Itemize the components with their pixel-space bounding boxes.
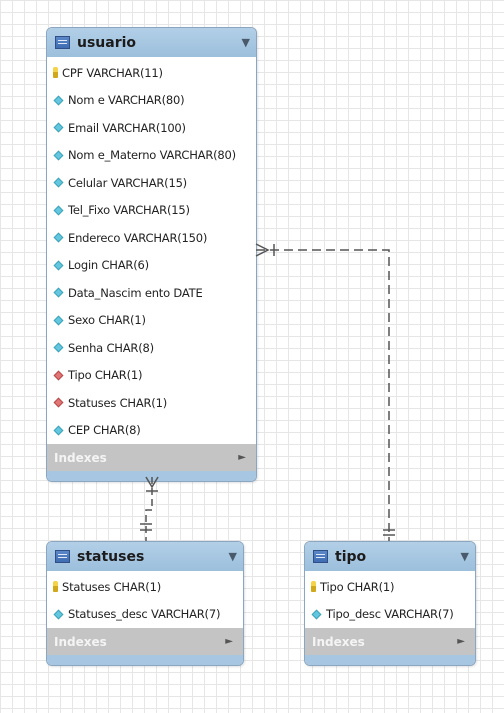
- column-label: Senha CHAR(8): [68, 340, 154, 355]
- column-row-cpf[interactable]: CPF VARCHAR(11): [47, 59, 256, 87]
- column-row-nome-materno[interactable]: Nom e_Materno VARCHAR(80): [47, 142, 256, 170]
- column-row-celular[interactable]: Celular VARCHAR(15): [47, 169, 256, 197]
- expand-arrow-icon[interactable]: ►: [238, 452, 246, 463]
- table-icon: [313, 550, 328, 563]
- relationship-usuario-tipo[interactable]: [255, 243, 395, 541]
- column-label: CEP CHAR(8): [68, 423, 141, 438]
- indexes-label: Indexes: [54, 450, 107, 465]
- column-label: Sexo CHAR(1): [68, 313, 146, 328]
- table-icon: [55, 36, 70, 49]
- column-row-sexo[interactable]: Sexo CHAR(1): [47, 307, 256, 335]
- indexes-bar[interactable]: Indexes ►: [47, 628, 243, 655]
- table-tipo[interactable]: tipo ▼ Tipo CHAR(1) Tipo_desc VARCHAR(7)…: [304, 541, 476, 666]
- indexes-bar[interactable]: Indexes ►: [47, 444, 256, 471]
- column-label: Tel_Fixo VARCHAR(15): [68, 203, 190, 218]
- column-row-email[interactable]: Email VARCHAR(100): [47, 114, 256, 142]
- dropdown-arrow-icon[interactable]: ▼: [460, 550, 469, 563]
- column-label: Celular VARCHAR(15): [68, 175, 187, 190]
- column-row-statuses[interactable]: Statuses CHAR(1): [47, 389, 256, 417]
- dropdown-arrow-icon[interactable]: ▼: [241, 36, 250, 49]
- column-row-tipo[interactable]: Tipo CHAR(1): [47, 362, 256, 390]
- column-label: Nom e VARCHAR(80): [68, 93, 185, 108]
- column-row-tipo-desc[interactable]: Tipo_desc VARCHAR(7): [305, 601, 475, 629]
- column-label: Statuses_desc VARCHAR(7): [68, 607, 221, 622]
- table-header-statuses[interactable]: statuses ▼: [47, 542, 243, 571]
- column-label: Endereco VARCHAR(150): [68, 230, 208, 245]
- column-label: Data_Nascim ento DATE: [68, 285, 203, 300]
- table-footer: [47, 471, 256, 481]
- column-row-tel-fixo[interactable]: Tel_Fixo VARCHAR(15): [47, 197, 256, 225]
- table-title: tipo: [335, 548, 367, 565]
- column-label: Tipo CHAR(1): [68, 368, 143, 383]
- column-label: Tipo_desc VARCHAR(7): [326, 607, 454, 622]
- column-row-endereco[interactable]: Endereco VARCHAR(150): [47, 224, 256, 252]
- indexes-label: Indexes: [54, 634, 107, 649]
- table-usuario[interactable]: usuario ▼ CPF VARCHAR(11) Nom e VARCHAR(…: [46, 27, 257, 482]
- table-icon: [55, 550, 70, 563]
- table-statuses[interactable]: statuses ▼ Statuses CHAR(1) Statuses_des…: [46, 541, 244, 666]
- column-row-cep[interactable]: CEP CHAR(8): [47, 417, 256, 445]
- table-header-usuario[interactable]: usuario ▼: [47, 28, 256, 57]
- dropdown-arrow-icon[interactable]: ▼: [228, 550, 237, 563]
- column-row-nome[interactable]: Nom e VARCHAR(80): [47, 87, 256, 115]
- primary-key-icon: [53, 581, 58, 593]
- primary-key-icon: [311, 581, 316, 593]
- table-footer: [305, 655, 475, 665]
- table-title: usuario: [77, 34, 137, 51]
- primary-key-icon: [53, 67, 58, 79]
- indexes-bar[interactable]: Indexes ►: [305, 628, 475, 655]
- column-label: Login CHAR(6): [68, 258, 149, 273]
- column-label: CPF VARCHAR(11): [62, 65, 163, 80]
- column-label: Tipo CHAR(1): [320, 579, 395, 594]
- table-footer: [47, 655, 243, 665]
- column-row-tipo[interactable]: Tipo CHAR(1): [305, 573, 475, 601]
- column-row-data-nascimento[interactable]: Data_Nascim ento DATE: [47, 279, 256, 307]
- column-label: Statuses CHAR(1): [62, 579, 161, 594]
- column-row-statuses-desc[interactable]: Statuses_desc VARCHAR(7): [47, 601, 243, 629]
- table-header-tipo[interactable]: tipo ▼: [305, 542, 475, 571]
- column-row-statuses[interactable]: Statuses CHAR(1): [47, 573, 243, 601]
- column-label: Email VARCHAR(100): [68, 120, 186, 135]
- indexes-label: Indexes: [312, 634, 365, 649]
- relationship-usuario-statuses[interactable]: [140, 476, 159, 541]
- column-label: Nom e_Materno VARCHAR(80): [68, 148, 236, 163]
- table-title: statuses: [77, 548, 145, 565]
- column-label: Statuses CHAR(1): [68, 395, 167, 410]
- column-row-login[interactable]: Login CHAR(6): [47, 252, 256, 280]
- expand-arrow-icon[interactable]: ►: [225, 636, 233, 647]
- column-row-senha[interactable]: Senha CHAR(8): [47, 334, 256, 362]
- expand-arrow-icon[interactable]: ►: [457, 636, 465, 647]
